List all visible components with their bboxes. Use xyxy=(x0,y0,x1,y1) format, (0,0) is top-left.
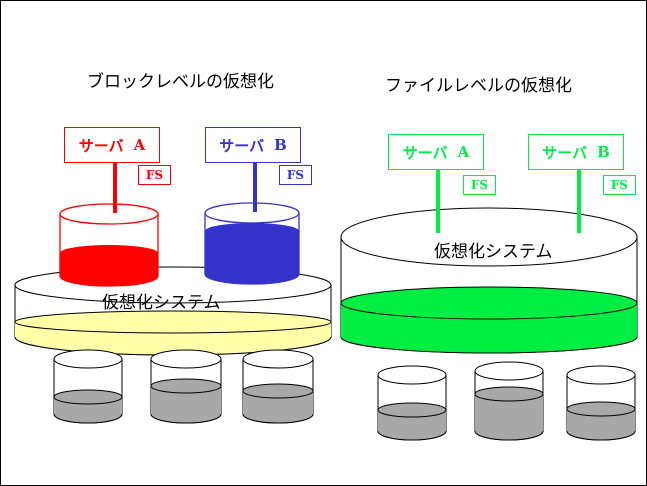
right-virtualization-label: 仮想化システム xyxy=(434,242,553,262)
left-server-a: サーバ A xyxy=(64,127,160,163)
right-server-b-id: B xyxy=(597,143,610,161)
right-title: ファイルレベルの仮想化 xyxy=(385,76,572,96)
right-server-a: サーバ A xyxy=(388,134,484,170)
left-title: ブロックレベルの仮想化 xyxy=(87,72,274,92)
left-disk-2 xyxy=(150,349,222,424)
left-disk-1 xyxy=(53,349,123,424)
right-server-a-name: サーバ xyxy=(402,143,448,162)
right-disk-1 xyxy=(377,365,447,441)
left-virtualization-platform xyxy=(14,266,332,356)
right-server-a-fs: FS xyxy=(463,175,496,195)
left-server-b: サーバ B xyxy=(205,127,301,163)
left-server-b-id: B xyxy=(274,136,287,154)
left-virtualization-label: 仮想化システム xyxy=(102,293,221,313)
left-server-b-fs: FS xyxy=(279,165,312,185)
right-server-b-name: サーバ xyxy=(542,143,588,162)
left-server-a-name: サーバ xyxy=(78,136,124,155)
right-disk-3 xyxy=(566,365,636,441)
right-server-b-fs: FS xyxy=(603,175,636,195)
left-volume-a xyxy=(59,203,159,287)
right-disk-2 xyxy=(474,361,544,441)
right-virtualization-platform xyxy=(340,207,638,354)
left-volume-b xyxy=(204,202,300,285)
left-server-b-name: サーバ xyxy=(219,136,265,155)
left-server-a-id: A xyxy=(133,136,146,154)
right-server-a-id: A xyxy=(457,143,470,161)
left-server-a-fs: FS xyxy=(138,165,171,185)
right-server-b: サーバ B xyxy=(528,134,624,170)
left-disk-3 xyxy=(242,349,314,424)
